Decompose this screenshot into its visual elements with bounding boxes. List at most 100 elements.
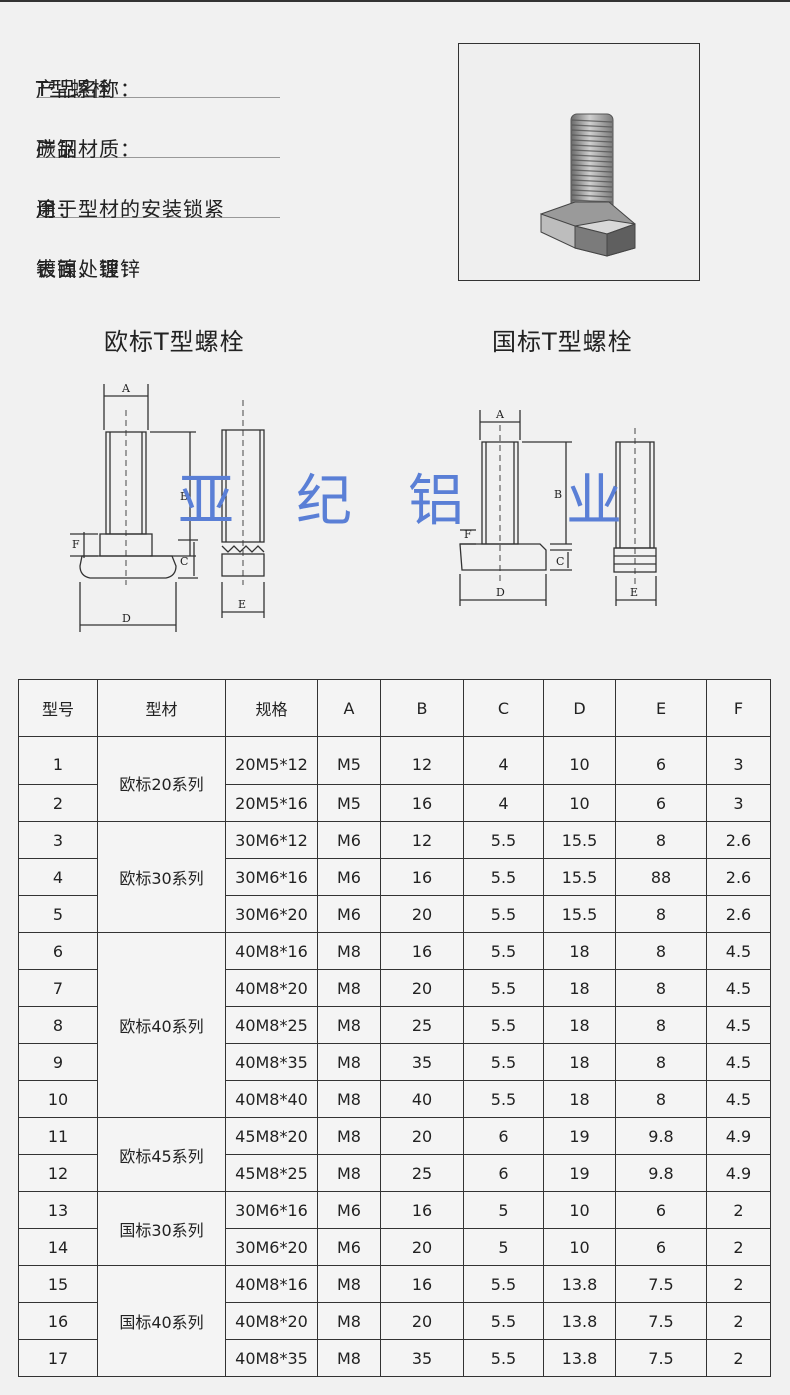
cell-a: M6 xyxy=(317,1191,381,1229)
cell-c: 5.5 xyxy=(463,895,544,933)
dim-label-a-cn: A xyxy=(495,408,505,421)
cell-spec: 40M8*40 xyxy=(225,1080,318,1118)
cell-b: 16 xyxy=(380,932,464,970)
cell-e: 6 xyxy=(615,784,707,822)
spec-surface-row: 表面处理：镀镍、镀锌 xyxy=(36,217,280,281)
cell-model-no: 3 xyxy=(18,821,98,859)
cell-a: M8 xyxy=(317,1154,381,1192)
cell-c: 5 xyxy=(463,1228,544,1266)
cell-a: M6 xyxy=(317,895,381,933)
cell-model-no: 4 xyxy=(18,858,98,896)
cell-b: 16 xyxy=(380,858,464,896)
spec-name-row: 产品名称：T型螺栓 xyxy=(36,37,280,101)
spec-value: T型螺栓 xyxy=(36,77,113,101)
cell-d: 18 xyxy=(543,1043,616,1081)
cell-f: 3 xyxy=(706,784,771,822)
cell-a: M8 xyxy=(317,1117,381,1155)
cell-spec: 30M6*12 xyxy=(225,821,318,859)
product-photo xyxy=(458,43,700,281)
cell-b: 40 xyxy=(380,1080,464,1118)
cell-e: 9.8 xyxy=(615,1117,707,1155)
cell-b: 35 xyxy=(380,1043,464,1081)
cell-model-no: 17 xyxy=(18,1339,98,1377)
cell-b: 25 xyxy=(380,1154,464,1192)
cell-model-no: 9 xyxy=(18,1043,98,1081)
cell-a: M6 xyxy=(317,1228,381,1266)
cell-a: M8 xyxy=(317,1080,381,1118)
cell-e: 8 xyxy=(615,1080,707,1118)
column-header: A xyxy=(317,679,381,737)
cell-d: 18 xyxy=(543,1080,616,1118)
cell-a: M6 xyxy=(317,821,381,859)
cell-c: 4 xyxy=(463,784,544,822)
cell-c: 6 xyxy=(463,1117,544,1155)
cell-f: 2 xyxy=(706,1339,771,1377)
cell-e: 7.5 xyxy=(615,1302,707,1340)
cell-model-no: 13 xyxy=(18,1191,98,1229)
cell-e: 6 xyxy=(615,736,707,785)
cell-profile-series: 国标40系列 xyxy=(97,1265,226,1377)
cell-c: 5.5 xyxy=(463,1302,544,1340)
cell-e: 6 xyxy=(615,1228,707,1266)
cell-spec: 40M8*16 xyxy=(225,1265,318,1303)
cell-f: 2 xyxy=(706,1265,771,1303)
spec-label: 途： xyxy=(36,197,78,221)
cell-c: 5 xyxy=(463,1191,544,1229)
cell-b: 12 xyxy=(380,821,464,859)
spec-value: 碳钢 xyxy=(36,137,78,161)
cell-b: 25 xyxy=(380,1006,464,1044)
table-header-row: 型号 型材 规格 A B C D E F xyxy=(18,679,771,737)
cell-e: 8 xyxy=(615,821,707,859)
dim-label-c-eu: C xyxy=(180,555,188,568)
spec-label: 用 xyxy=(36,197,57,221)
cell-model-no: 1 xyxy=(18,736,98,785)
cell-f: 4.5 xyxy=(706,1006,771,1044)
cell-d: 13.8 xyxy=(543,1302,616,1340)
cell-e: 8 xyxy=(615,1043,707,1081)
cell-e: 8 xyxy=(615,1006,707,1044)
cell-spec: 40M8*20 xyxy=(225,1302,318,1340)
cell-b: 20 xyxy=(380,895,464,933)
watermark-char: 业 xyxy=(566,469,622,534)
cell-b: 16 xyxy=(380,1191,464,1229)
technical-drawing: A B C D F E A B C D F E xyxy=(70,382,657,632)
cell-profile-series: 欧标20系列 xyxy=(97,736,226,822)
cell-a: M8 xyxy=(317,932,381,970)
cell-d: 13.8 xyxy=(543,1339,616,1377)
cell-d: 15.5 xyxy=(543,858,616,896)
column-header: D xyxy=(543,679,616,737)
cell-d: 15.5 xyxy=(543,895,616,933)
cell-a: M5 xyxy=(317,784,381,822)
cell-e: 88 xyxy=(615,858,707,896)
cell-a: M8 xyxy=(317,969,381,1007)
cell-spec: 40M8*16 xyxy=(225,932,318,970)
cell-c: 5.5 xyxy=(463,969,544,1007)
cell-a: M5 xyxy=(317,736,381,785)
cell-spec: 30M6*16 xyxy=(225,858,318,896)
cell-profile-series: 欧标30系列 xyxy=(97,821,226,933)
cell-model-no: 7 xyxy=(18,969,98,1007)
cell-f: 2.6 xyxy=(706,821,771,859)
spec-label: 产品材质： xyxy=(36,137,141,161)
column-header: E xyxy=(615,679,707,737)
cell-d: 10 xyxy=(543,1191,616,1229)
spec-label: 产品名称： xyxy=(36,77,141,101)
cell-spec: 45M8*20 xyxy=(225,1117,318,1155)
cell-e: 7.5 xyxy=(615,1265,707,1303)
cell-c: 4 xyxy=(463,736,544,785)
cell-f: 4.5 xyxy=(706,1080,771,1118)
watermark-char: 纪 xyxy=(296,469,352,534)
cell-c: 5.5 xyxy=(463,1339,544,1377)
cell-a: M8 xyxy=(317,1043,381,1081)
cell-b: 20 xyxy=(380,1302,464,1340)
cell-b: 35 xyxy=(380,1339,464,1377)
dim-label-b-eu: B xyxy=(180,490,188,503)
cell-f: 2 xyxy=(706,1302,771,1340)
